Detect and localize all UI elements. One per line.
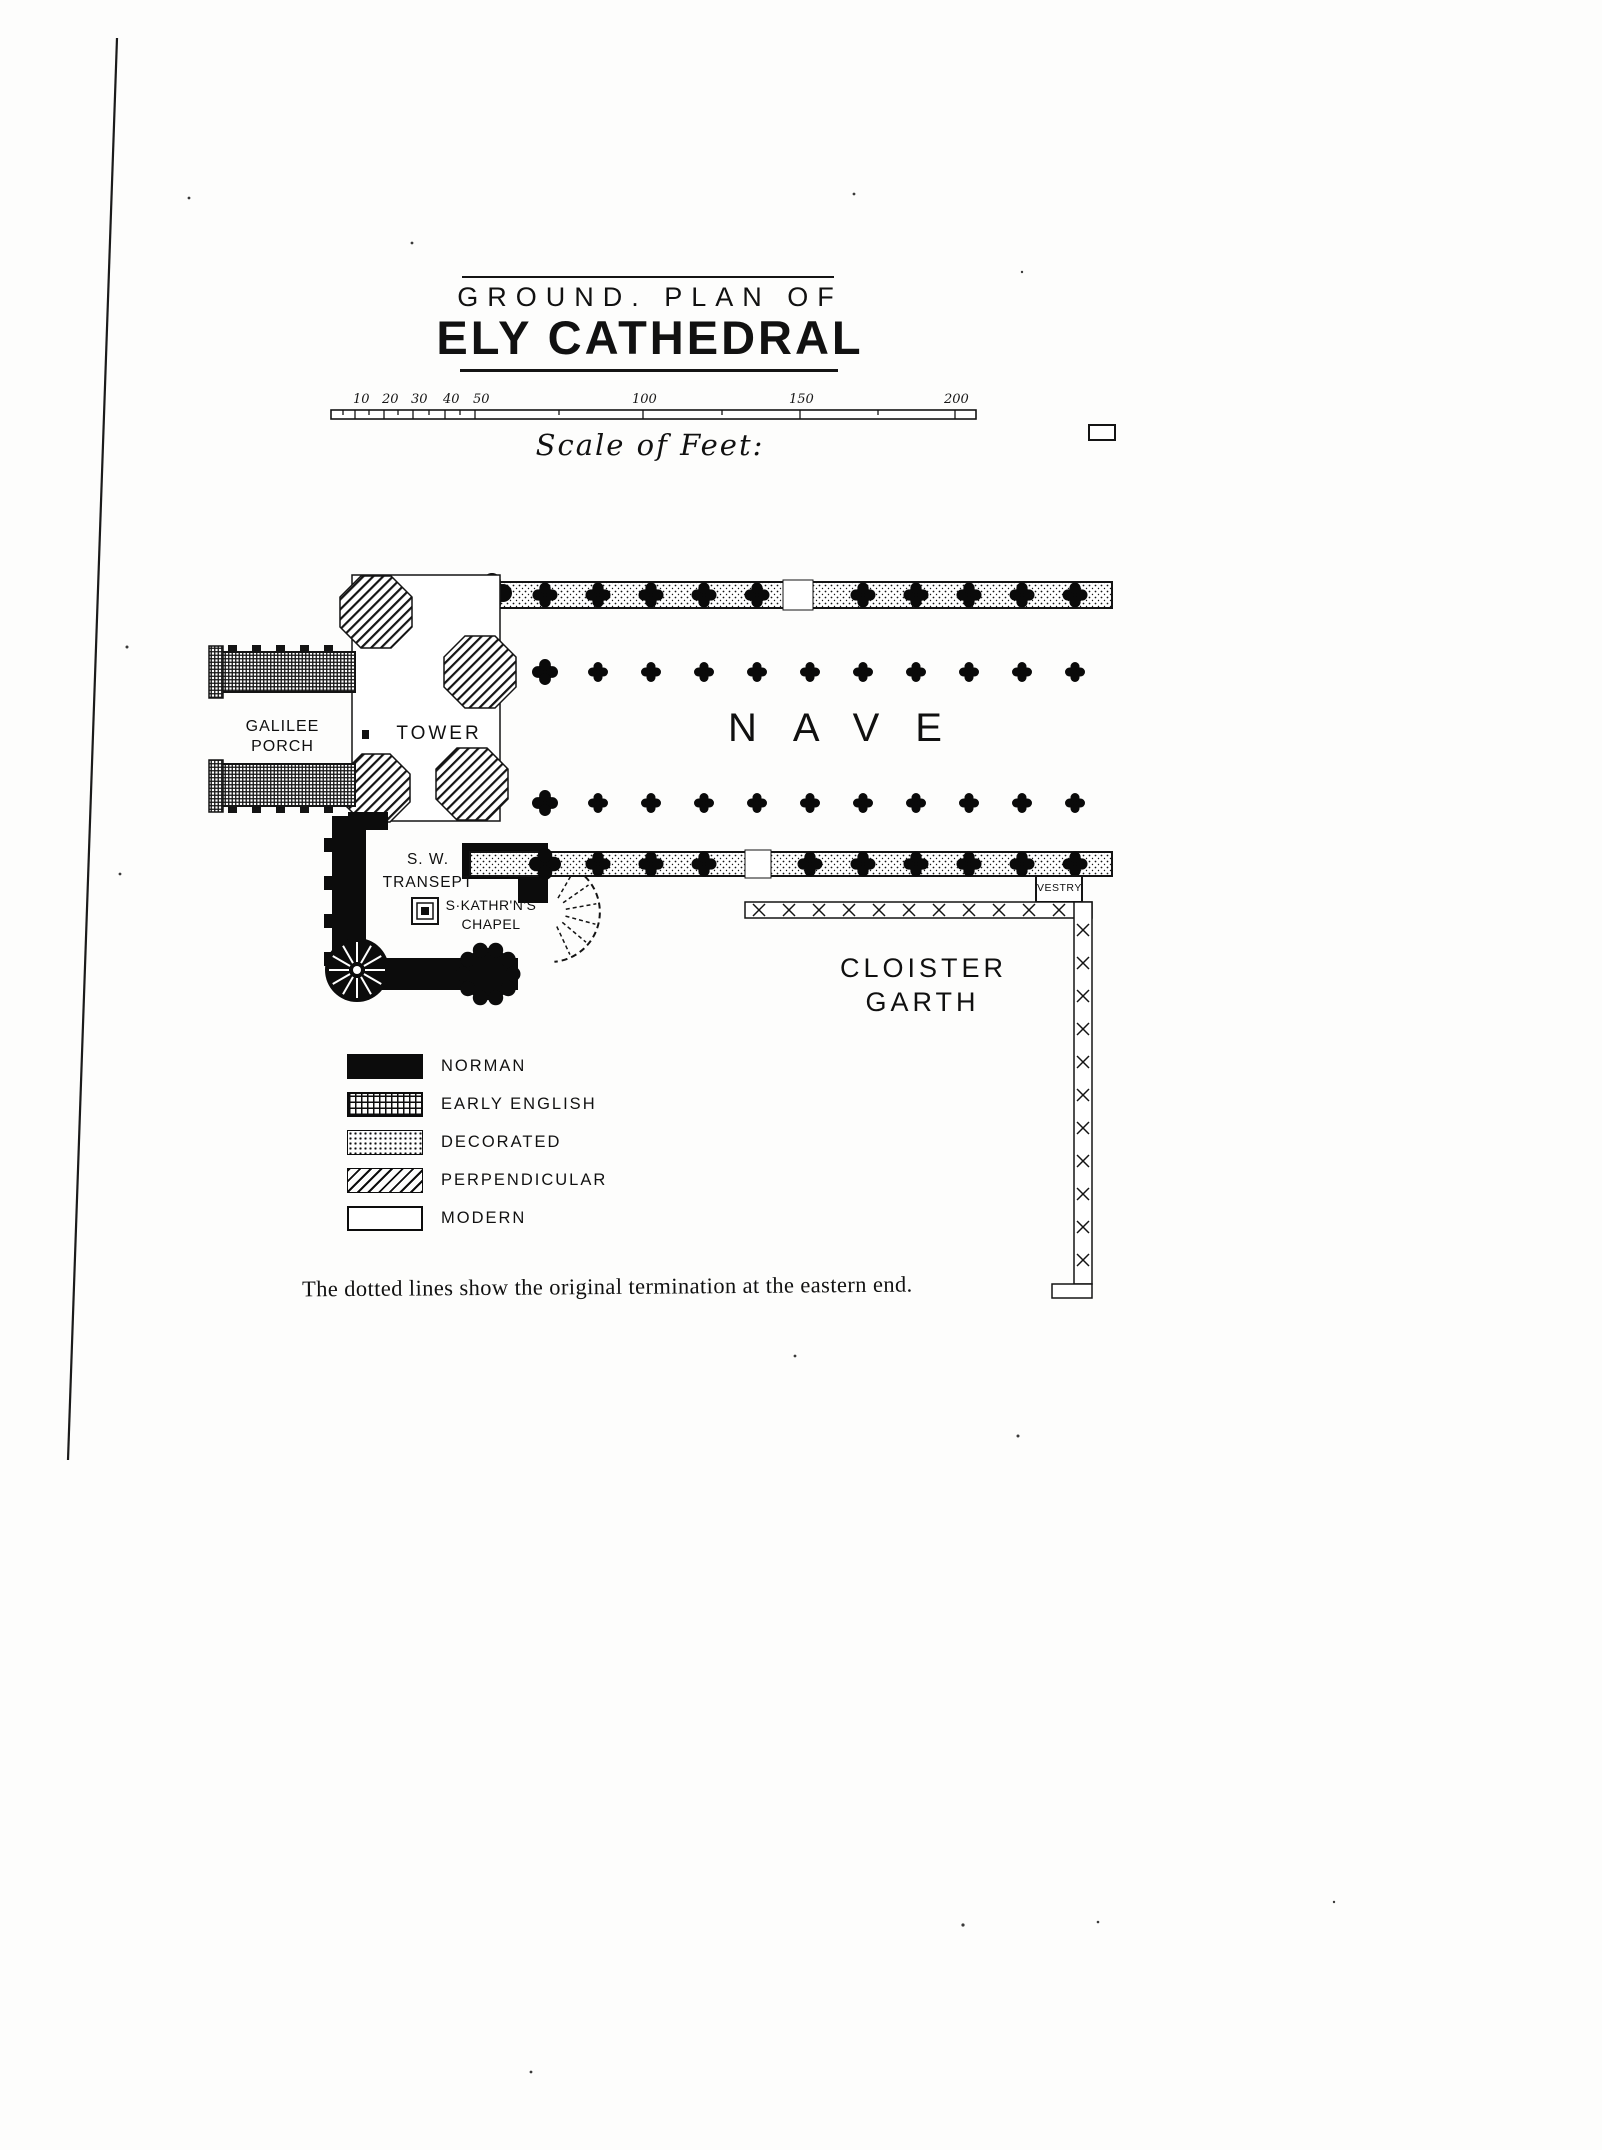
legend-label: PERPENDICULAR: [441, 1170, 608, 1189]
scale-tick-30: 30: [411, 392, 428, 407]
scale-tick-40: 40: [443, 392, 460, 407]
title-rule-top: [462, 276, 834, 278]
scale-tick-200: 200: [944, 392, 969, 407]
legend: NORMAN EARLY ENGLISH DECORATED PERPENDIC…: [347, 1053, 607, 1243]
tower-pillar-mark: [362, 730, 369, 739]
legend-item-norman: NORMAN: [347, 1053, 607, 1079]
margin-fragment-box: [1088, 424, 1116, 441]
legend-item-modern: MODERN: [347, 1205, 607, 1231]
legend-label: MODERN: [441, 1208, 527, 1227]
scale-ruler: [330, 409, 977, 420]
label-s-kathrns-chapel: S·KATHR'N'S CHAPEL: [445, 897, 537, 932]
nave-pillars-north-row: [532, 659, 1085, 685]
tower-nw-pier: [339, 575, 413, 649]
nave-north-wall: [459, 573, 1113, 613]
norman-swatch: [347, 1053, 423, 1079]
scale-tick-50: 50: [473, 392, 490, 407]
scale-tick-10: 10: [353, 392, 370, 407]
west-tower: [339, 574, 517, 823]
decorated-swatch: [347, 1129, 423, 1155]
galilee-porch: [208, 645, 356, 813]
legend-item-early-english: EARLY ENGLISH: [347, 1091, 607, 1117]
early-english-swatch: [347, 1091, 423, 1117]
label-cloister-garth: CLOISTER GARTH: [840, 953, 1008, 1017]
label-nave: NAVE: [728, 706, 978, 750]
perpendicular-swatch: [347, 1167, 423, 1193]
legend-label: DECORATED: [441, 1132, 562, 1151]
plan-title-kicker: GROUND. PLAN OF: [457, 282, 843, 312]
nave-south-wall: [469, 848, 1113, 880]
floor-plan: [208, 573, 1113, 1299]
nave-pillars-south-row: [532, 790, 1085, 816]
scale-tick-150: 150: [789, 392, 814, 407]
cloister-east-walk: [1051, 901, 1093, 1299]
stair-turret: [325, 938, 389, 1002]
legend-item-decorated: DECORATED: [347, 1129, 607, 1155]
font-icon: [411, 897, 439, 925]
legend-label: NORMAN: [441, 1056, 527, 1075]
cloister-north-walk: [744, 901, 1093, 919]
title-rule-bottom: [460, 369, 838, 372]
plan-title: ELY CATHEDRAL: [436, 311, 864, 364]
label-sw-transept: S. W. TRANSEPT: [382, 851, 474, 891]
legend-label: EARLY ENGLISH: [441, 1094, 597, 1113]
lobed-chapel: [455, 942, 521, 1006]
dotted-termination-arc: [554, 861, 601, 963]
tower-ne-pier: [443, 635, 517, 709]
modern-swatch: [347, 1205, 423, 1231]
label-tower: TOWER: [396, 723, 482, 744]
tower-se-pier: [435, 747, 509, 821]
label-galilee-porch: GALILEE PORCH: [245, 718, 320, 755]
scale-tick-100: 100: [632, 392, 657, 407]
scale-caption: Scale of Feet:: [535, 428, 765, 462]
legend-item-perpendicular: PERPENDICULAR: [347, 1167, 607, 1193]
label-vestry: VESTRY: [1037, 882, 1082, 894]
scale-tick-20: 20: [382, 392, 399, 407]
